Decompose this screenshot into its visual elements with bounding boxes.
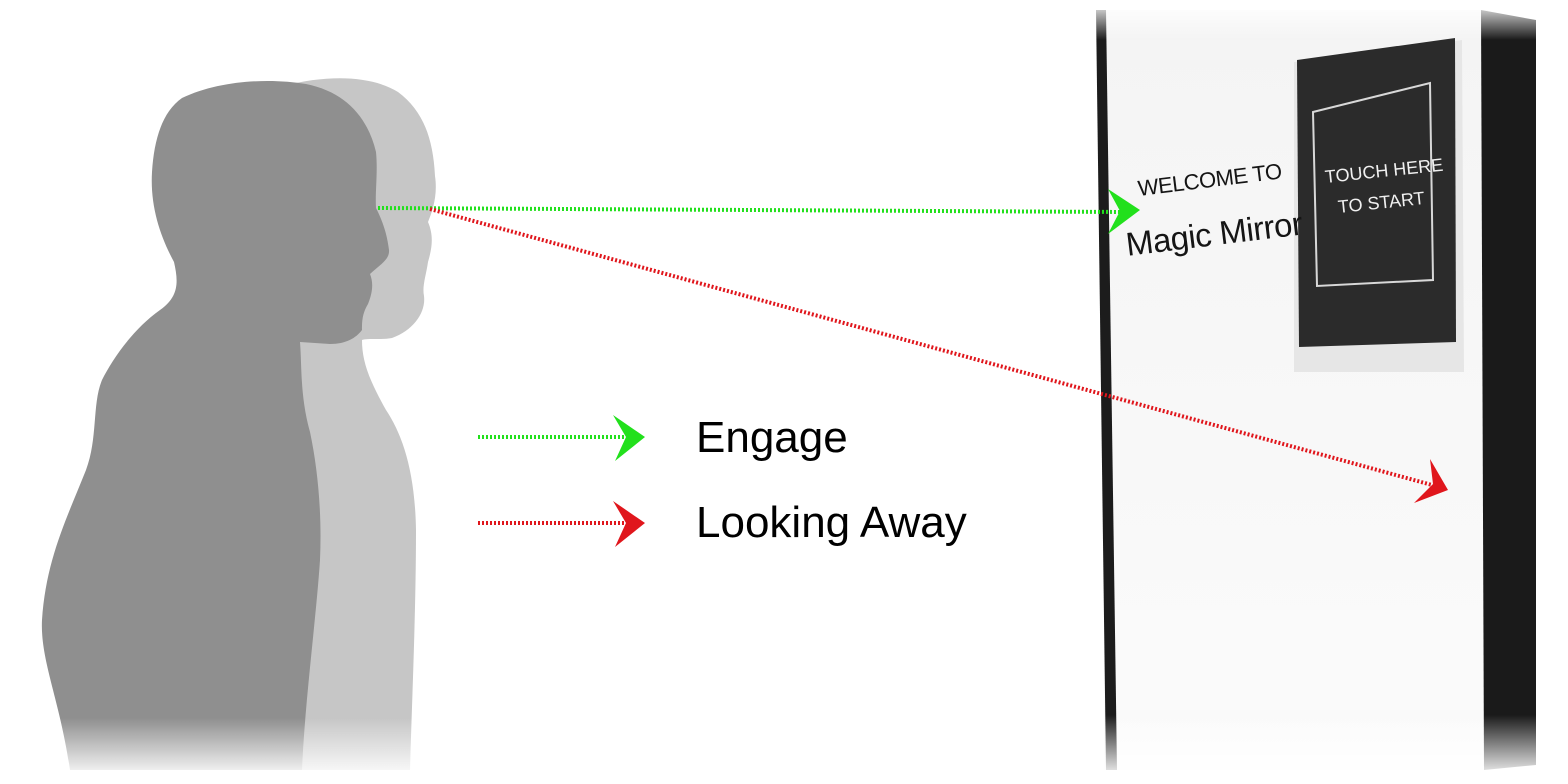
magic-mirror-kiosk	[1090, 0, 1550, 779]
looking-away-gaze-line	[429, 207, 1433, 487]
mirror-top-fade	[1090, 0, 1550, 40]
silhouette-bottom-fade	[30, 718, 450, 779]
front-person-silhouette	[41, 80, 390, 771]
looking-away-gaze-arrowhead	[1414, 459, 1448, 503]
engage-gaze-line	[377, 206, 1123, 214]
touch-panel-border	[1311, 81, 1435, 288]
legend	[478, 415, 645, 547]
legend-engage-arrowhead	[613, 415, 645, 461]
people-silhouettes	[30, 78, 450, 779]
mirror-bottom-fade	[1090, 715, 1550, 779]
legend-looking-away-label: Looking Away	[696, 498, 967, 547]
legend-away-arrowhead	[613, 501, 645, 547]
mirror-left-frame	[1096, 10, 1117, 770]
gaze-arrows	[377, 189, 1448, 503]
engage-gaze-arrowhead	[1108, 189, 1140, 234]
mirror-right-frame	[1481, 10, 1536, 770]
touch-panel	[1297, 38, 1456, 347]
legend-engage-label: Engage	[696, 413, 848, 462]
